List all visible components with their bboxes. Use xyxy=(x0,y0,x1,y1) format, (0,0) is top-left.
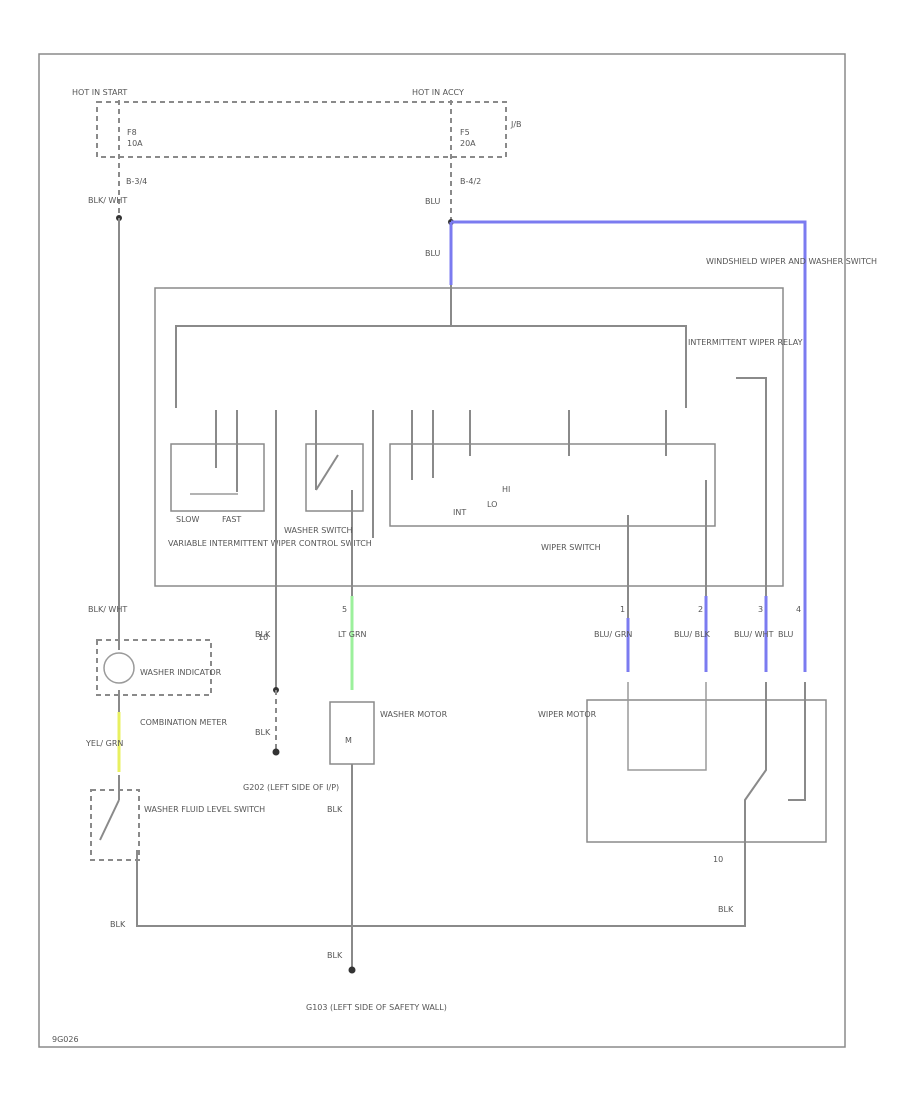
lo-label: LO xyxy=(487,500,497,509)
wiper-switch-label: WIPER SWITCH xyxy=(541,543,601,552)
wire-right-blu-2: BLU xyxy=(425,249,441,258)
g202-ground-dot xyxy=(272,748,280,756)
wiper-motor-feed xyxy=(788,682,806,801)
g103-wire: BLK xyxy=(327,951,343,960)
g202-wire-lower: BLK xyxy=(255,728,271,737)
wiper-motor-label: WIPER MOTOR xyxy=(538,710,597,719)
conn-left-label: B-3/4 xyxy=(126,177,147,186)
wire-blu-single: BLU xyxy=(778,630,794,639)
g202-wire-upper: BLK xyxy=(255,630,271,639)
ground-bus xyxy=(136,850,746,927)
conn-wiper-1: 1 xyxy=(620,605,625,614)
washer-indicator-label: WASHER INDICATOR xyxy=(140,668,222,677)
washer-fluid-switch-box xyxy=(90,789,140,861)
conn-wiper-4: 4 xyxy=(796,605,801,614)
washer-motor-m: M xyxy=(345,736,352,745)
washer-motor-label: WASHER MOTOR xyxy=(380,710,448,719)
variable-control-switch-box xyxy=(170,443,265,512)
conn-wiper-3: 3 xyxy=(758,605,763,614)
wire-blu-to-wiper-motor xyxy=(451,220,807,672)
wire-lt-grn-label: LT GRN xyxy=(338,630,367,639)
g103-label: G103 (LEFT SIDE OF SAFETY WALL) xyxy=(306,1003,447,1012)
fluid-switch-contact xyxy=(99,799,120,841)
wire-blu-grn: BLU/ GRN xyxy=(594,630,632,639)
diagram-frame xyxy=(38,53,846,1048)
fuse-right-amp: 20A xyxy=(460,139,476,148)
junction-block-label: J/B xyxy=(510,120,522,129)
washer-switch-contact xyxy=(315,454,339,491)
wiper-motor-ground-wire: BLK xyxy=(718,905,734,914)
washer-indicator-lamp xyxy=(103,652,135,684)
diagram-id: 9G026 xyxy=(52,1035,79,1044)
fluid-switch-ground-wire: BLK xyxy=(110,920,126,929)
wire-blu-blk: BLU/ BLK xyxy=(674,630,711,639)
g202-label: G202 (LEFT SIDE OF I/P) xyxy=(243,783,339,792)
combination-meter-label: COMBINATION METER xyxy=(140,718,227,727)
washer-switch-label: WASHER SWITCH xyxy=(284,526,353,535)
wire-yel-grn-label: YEL/ GRN xyxy=(85,739,123,748)
wiper-out-3 xyxy=(736,377,767,596)
washer-motor-ground-wire: BLK xyxy=(327,805,343,814)
hot-in-start-label: HOT IN START xyxy=(72,88,127,97)
conn-washer: 5 xyxy=(342,605,347,614)
g103-ground-dot xyxy=(348,966,356,974)
fast-label: FAST xyxy=(222,515,241,524)
wire-left-blk-wht: BLK/ WHT xyxy=(88,196,127,205)
fuse-left-id: F8 xyxy=(127,128,137,137)
slow-label: SLOW xyxy=(176,515,200,524)
wire-left-blk-wht-2: BLK/ WHT xyxy=(88,605,127,614)
wiper-motor-winding xyxy=(627,682,707,771)
intermittent-relay-label: INTERMITTENT WIPER RELAY xyxy=(688,338,803,347)
wiper-washer-switch-assembly xyxy=(154,287,784,587)
washer-motor-box xyxy=(329,701,375,765)
washer-fluid-switch-label: WASHER FLUID LEVEL SWITCH xyxy=(144,805,265,814)
conn-right-label: B-4/2 xyxy=(460,177,481,186)
ground-branch-conn: 10 xyxy=(258,633,268,642)
fuse-right-id: F5 xyxy=(460,128,470,137)
junction-block xyxy=(96,101,507,158)
conn-wiper-2: 2 xyxy=(698,605,703,614)
wire-right-blu-1: BLU xyxy=(425,197,441,206)
washer-switch-box xyxy=(305,443,364,512)
wiper-motor-ground-conn: 10 xyxy=(713,855,723,864)
variable-switch-label: VARIABLE INTERMITTENT WIPER CONTROL SWIT… xyxy=(168,539,372,548)
int-label: INT xyxy=(453,508,466,517)
fuse-left-amp: 10A xyxy=(127,139,143,148)
hot-in-accy-label: HOT IN ACCY xyxy=(412,88,464,97)
wire-blu-wht: BLU/ WHT xyxy=(734,630,774,639)
internal-bus xyxy=(175,325,687,408)
wiper-motor-park xyxy=(744,682,767,912)
wiper-washer-switch-label: WINDSHIELD WIPER AND WASHER SWITCH xyxy=(706,257,877,266)
combination-meter-box xyxy=(96,639,212,696)
wiper-switch-box xyxy=(389,443,716,527)
hi-label: HI xyxy=(502,485,510,494)
